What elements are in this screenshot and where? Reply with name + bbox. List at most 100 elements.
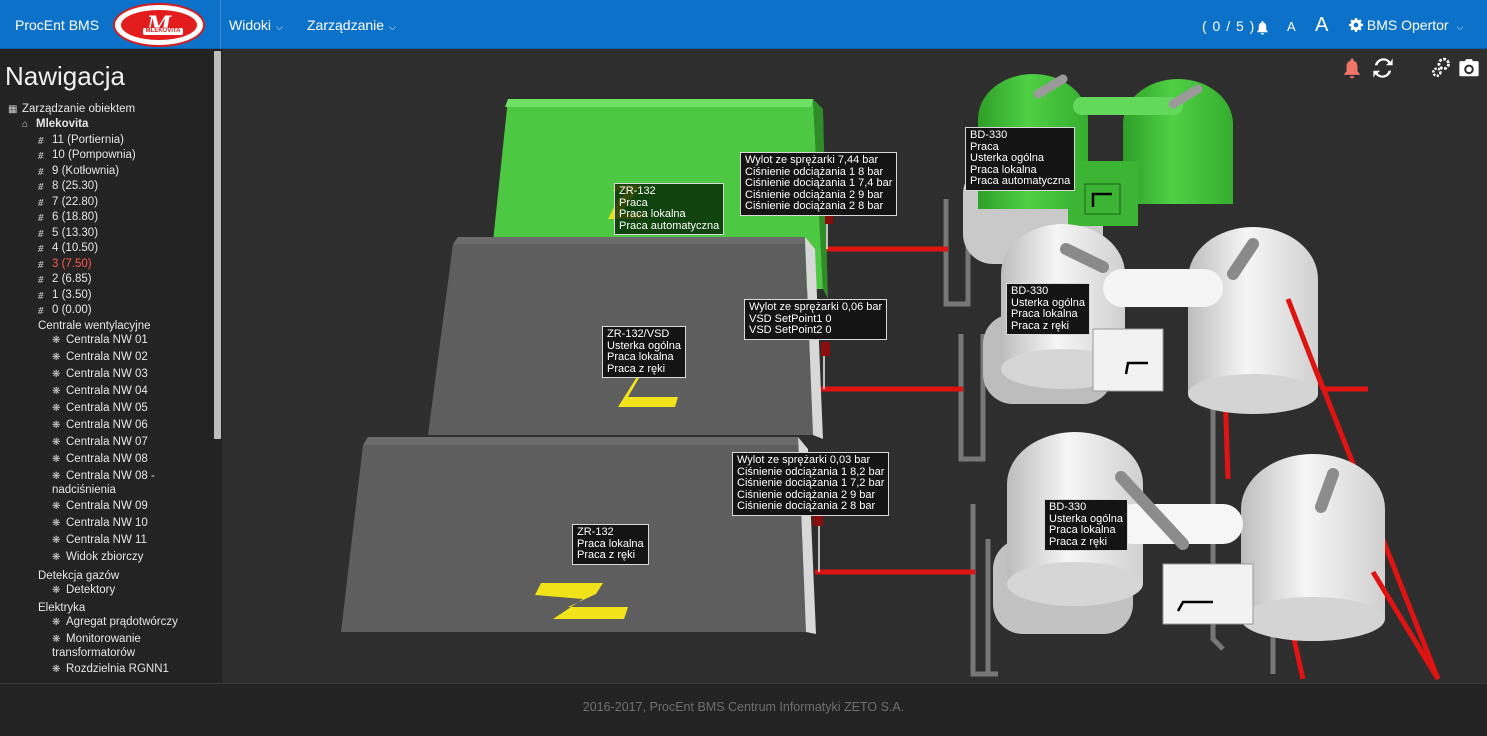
alarm-bell-icon[interactable] [1341, 57, 1363, 79]
tree-floor-6[interactable]: ⧥ 6 (18.80) [38, 211, 98, 223]
tree-floor-2[interactable]: ⧥2 (6.85) [38, 273, 92, 285]
compressor-1-pressure-label[interactable]: Wylot ze sprężarki 7,44 bar Ciśnienie od… [740, 152, 898, 216]
stairs-icon: ⧥ [38, 305, 44, 316]
tree-summary-view[interactable]: ❋Widok zbiorczy [52, 551, 143, 563]
tree-item-label: Centrala NW 10 [66, 517, 148, 529]
compressor-2-pressure-label[interactable]: Wylot ze sprężarki 0,06 bar VSD SetPoint… [744, 299, 888, 340]
tree-nw06[interactable]: ❋Centrala NW 06 [52, 419, 148, 431]
tree-nw03[interactable]: ❋Centrala NW 03 [52, 368, 148, 380]
tree-floor-label: 1 (3.50) [52, 289, 92, 301]
dryer-3-label[interactable]: BD-330 Usterka ogólna Praca lokalna Prac… [1044, 499, 1128, 552]
tree-nw08-overpressure[interactable]: ❋Centrala NW 08 - [52, 470, 155, 482]
bell-icon[interactable] [1255, 20, 1270, 35]
label-line: Usterka ogólna [1011, 296, 1085, 309]
tree-nw02[interactable]: ❋Centrala NW 02 [52, 351, 148, 363]
tree-nw11[interactable]: ❋Centrala NW 11 [52, 534, 147, 546]
chevron-down-icon: ⌵ [1456, 22, 1464, 32]
tree-generator[interactable]: ❋Agregat prądotwórczy [52, 616, 178, 628]
scene-viewport[interactable]: ZR-132 Praca Praca lokalna Praca automat… [223, 49, 1487, 683]
navigation-sidebar: Nawigacja ▦Zarządzanie obiektem ⌂Mlekovi… [0, 49, 222, 683]
fan-icon: ❋ [52, 386, 61, 397]
tree-item-label: Centrala NW 02 [66, 351, 148, 363]
label-line: Ciśnienie odciążania 2 9 bar [745, 188, 884, 201]
logo-band: MLEKOVITA [143, 28, 183, 35]
tree-floor-4[interactable]: ⧥4 (10.50) [38, 242, 98, 254]
menu-zarzadzanie-label: Zarządzanie [307, 17, 385, 33]
tree-group-ventilation[interactable]: Centrale wentylacyjne [38, 320, 151, 332]
tree-nw08-overpressure-cont[interactable]: nadciśnienia [52, 484, 116, 496]
tree-site[interactable]: ⌂Mlekovita [22, 118, 88, 130]
tree-transformers[interactable]: ❋Monitorowanie [52, 633, 141, 645]
tree-floor-7[interactable]: ⧥7 (22.80) [38, 196, 98, 208]
label-line: Ciśnienie odciążania 2 9 bar [737, 488, 876, 501]
tree-floor-9[interactable]: ⧥9 (Kotłownia) [38, 165, 119, 177]
compressor-2-label[interactable]: ZR-132/VSD Usterka ogólna Praca lokalna … [602, 326, 686, 379]
tree-floor-label: 5 (13.30) [52, 227, 99, 239]
tree-floor-1[interactable]: ⧥ 1 (3.50) [38, 289, 92, 301]
tree-detectors[interactable]: ❋Detektory [52, 584, 115, 596]
tree-switchboard[interactable]: ❋Rozdzielnia RGNN1 [52, 663, 169, 675]
dryer-2-label[interactable]: BD-330 Usterka ogólna Praca lokalna Prac… [1006, 283, 1090, 336]
tree-group-gas[interactable]: Detekcja gazów [38, 570, 119, 582]
tree-group-label: Detekcja gazów [38, 570, 120, 582]
stairs-icon: ⧥ [38, 197, 44, 208]
label-line: VSD SetPoint2 0 [749, 324, 832, 337]
tree-nw05[interactable]: ❋Centrala NW 05 [52, 402, 148, 414]
menu-zarzadzanie[interactable]: Zarządzanie ⌵ [307, 17, 396, 33]
tree-floor-11[interactable]: ⧥11 (Portiernia) [38, 134, 124, 146]
settings-gears-icon[interactable] [1429, 57, 1453, 79]
tree-item-label: Centrala NW 11 [66, 534, 147, 546]
gear-icon [1349, 18, 1363, 32]
label-line: Ciśnienie dociążania 1 7,2 bar [737, 477, 885, 490]
label-line: Praca z ręki [1049, 535, 1108, 548]
tree-root[interactable]: ▦Zarządzanie obiektem [8, 103, 135, 115]
tree-floor-5[interactable]: ⧥5 (13.30) [38, 227, 98, 239]
compressor-3-pressure-label[interactable]: Wylot ze sprężarki 0,03 bar Ciśnienie od… [732, 452, 890, 516]
tree-nw10[interactable]: ❋ Centrala NW 10 [52, 517, 148, 529]
dryer-3-model[interactable] [993, 432, 1385, 641]
dryer-1-label[interactable]: BD-330 Praca Usterka ogólna Praca lokaln… [965, 127, 1076, 191]
camera-icon[interactable] [1457, 57, 1481, 79]
tree-floor-0[interactable]: ⧥0 (0.00) [38, 304, 92, 316]
stairs-icon: ⧥ [38, 290, 44, 301]
tree-nw07[interactable]: ❋Centrala NW 07 [52, 436, 148, 448]
tree-floor-10[interactable]: ⧥10 (Pompownia) [38, 149, 136, 161]
menu-widoki[interactable]: Widoki⌵ [229, 17, 283, 33]
tree-floor-label: 6 (18.80) [52, 211, 99, 223]
mlekovita-logo[interactable]: M MLEKOVITA [113, 3, 205, 47]
refresh-icon[interactable] [1371, 57, 1395, 79]
label-line: Praca automatyczna [619, 219, 720, 232]
fan-icon: ❋ [52, 335, 61, 346]
fan-icon: ❋ [52, 518, 61, 529]
label-line: Praca [970, 140, 999, 153]
label-line: Praca lokalna [577, 537, 644, 550]
tree-group-electric[interactable]: Elektryka [38, 602, 85, 614]
alarm-counter[interactable]: ( 0 / 5 ) [1202, 18, 1256, 34]
tree-nw08[interactable]: ❋Centrala NW 08 [52, 453, 148, 465]
tree-group-label: Centrale wentylacyjne [38, 320, 151, 332]
label-line: Usterka ogólna [607, 339, 681, 352]
user-menu[interactable]: BMS Opertor⌵ [1349, 17, 1463, 33]
compressor-1-label[interactable]: ZR-132 Praca Praca lokalna Praca automat… [614, 183, 725, 236]
tree-transformers-cont[interactable]: transformatorów [52, 647, 135, 659]
sidebar-scrollbar[interactable] [214, 51, 221, 439]
label-line: Wylot ze sprężarki 7,44 bar [745, 154, 879, 166]
font-decrease-button[interactable]: A [1287, 19, 1296, 34]
label-line: Ciśnienie odciążania 1 8,2 bar [737, 465, 885, 478]
home-icon: ⌂ [22, 119, 29, 130]
tree-nw09[interactable]: ❋Centrala NW 09 [52, 500, 148, 512]
tree-nw04[interactable]: ❋Centrala NW 04 [52, 385, 148, 397]
label-line: BD-330 [970, 129, 1008, 141]
tree-item-label: Centrala NW 08 - [66, 470, 155, 482]
tree-nw01[interactable]: ❋Centrala NW 01 [52, 334, 148, 346]
tree-floor-3-active[interactable]: ⧥3 (7.50) [38, 258, 92, 270]
tree-floor-label: 4 (10.50) [52, 242, 99, 254]
brand-name[interactable]: ProcEnt BMS [15, 17, 100, 33]
compressor-3-label[interactable]: ZR-132 Praca lokalna Praca z ręki [572, 524, 649, 565]
stairs-icon: ⧥ [38, 212, 44, 223]
label-line: Ciśnienie dociążania 1 7,4 bar [745, 177, 893, 190]
font-increase-button[interactable]: A [1315, 14, 1329, 36]
tree-floor-8[interactable]: ⧥8 (25.30) [38, 180, 98, 192]
fan-icon: ❋ [52, 501, 61, 512]
chevron-down-icon: ⌵ [389, 22, 396, 32]
